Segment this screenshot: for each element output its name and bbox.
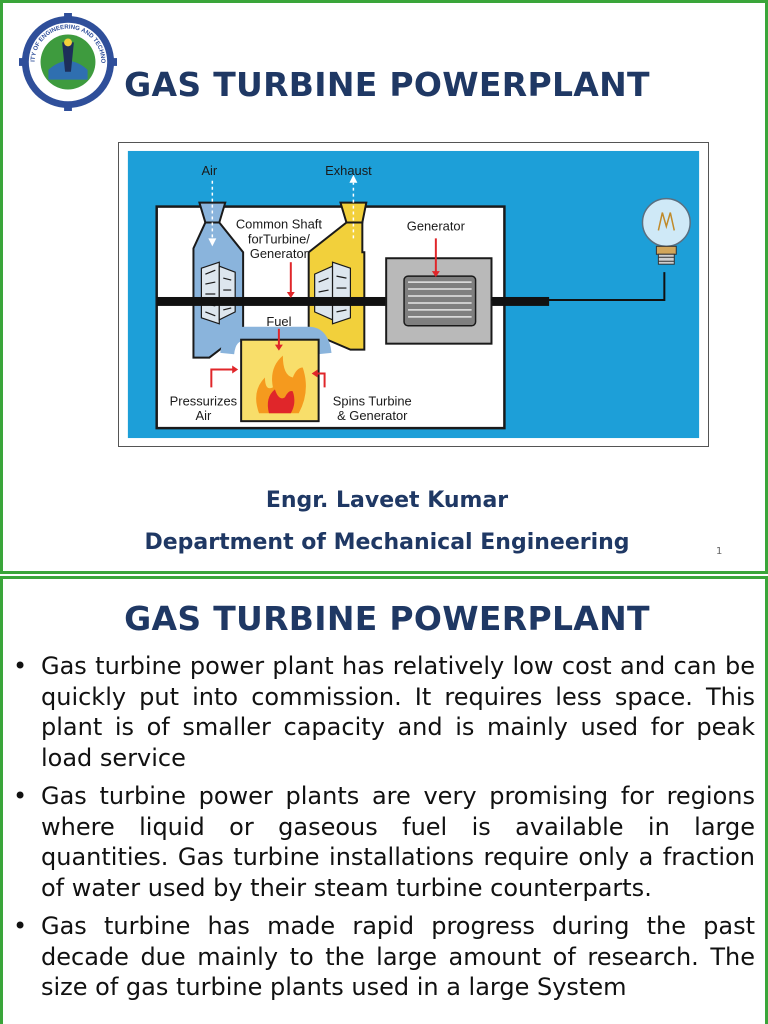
slide-2: GAS TURBINE POWERPLANT • Gas turbine powe… [0, 576, 768, 1024]
slide-1: MEHRAN UNIVERSITY OF ENGINEERING AND TEC… [0, 0, 768, 574]
slide-title: GAS TURBINE POWERPLANT [124, 599, 650, 638]
label-spins-2: & Generator [337, 408, 408, 423]
department-name: Department of Mechanical Engineering [144, 530, 630, 555]
bullet-icon: • [13, 912, 28, 940]
label-pressurizes-2: Air [195, 408, 211, 423]
label-pressurizes-1: Pressurizes [170, 393, 237, 408]
label-fuel: Fuel [266, 314, 291, 329]
bullet-icon: • [13, 652, 28, 680]
page-number: 1 [716, 546, 723, 557]
bullet-icon: • [13, 782, 28, 810]
label-shaft-1: Common Shaft [236, 216, 322, 231]
university-logo: MEHRAN UNIVERSITY OF ENGINEERING AND TEC… [19, 13, 117, 111]
list-item: • Gas turbine has made rapid progress dur… [13, 911, 755, 1003]
bullet-text: Gas turbine has made rapid progress duri… [41, 912, 755, 1001]
author-name: Engr. Laveet Kumar [265, 488, 509, 513]
bullet-list: • Gas turbine power plant has relatively … [3, 651, 765, 1011]
label-shaft-3: Generator [250, 246, 309, 261]
light-bulb-icon [641, 197, 691, 265]
label-spins-1: Spins Turbine [333, 393, 412, 408]
list-item: • Gas turbine power plant has relatively … [13, 651, 755, 773]
label-exhaust: Exhaust [325, 163, 372, 178]
compressor-blades [200, 261, 236, 325]
power-wire [491, 272, 666, 301]
label-shaft-2: forTurbine/ [248, 231, 310, 246]
common-shaft [156, 296, 550, 306]
label-air: Air [201, 163, 217, 178]
list-item: • Gas turbine power plants are very promi… [13, 781, 755, 903]
bullet-text: Gas turbine power plants are very promis… [41, 782, 755, 902]
label-generator: Generator [407, 218, 466, 233]
bullet-text: Gas turbine power plant has relatively l… [41, 652, 755, 772]
slide-title: GAS TURBINE POWERPLANT [124, 65, 650, 104]
gas-turbine-diagram: Air Exhaust Common Shaft forTurbine/ Gen… [118, 142, 709, 447]
turbine-blades [314, 261, 352, 325]
